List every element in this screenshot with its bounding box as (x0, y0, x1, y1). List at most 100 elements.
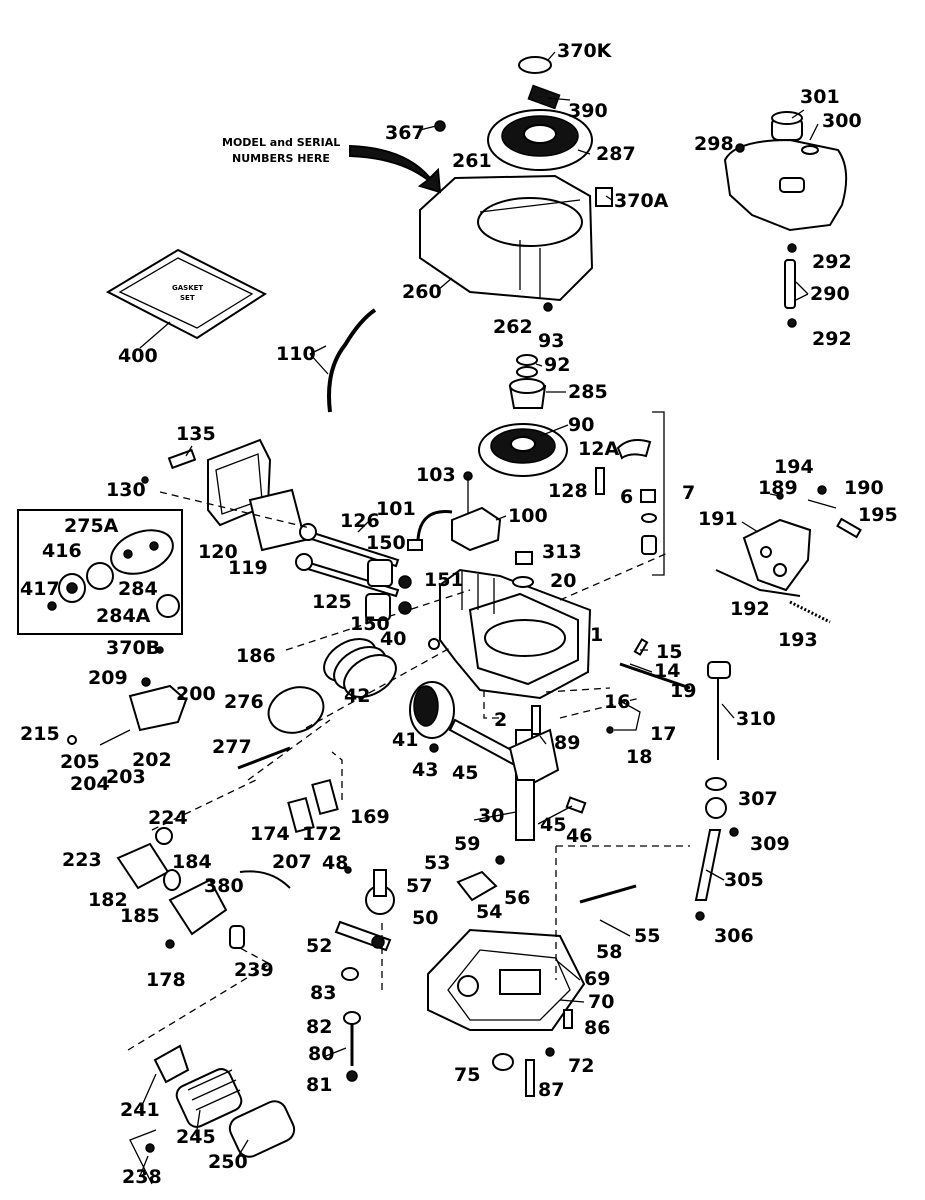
ground-wire (327, 308, 377, 413)
label-7: 7 (682, 482, 695, 504)
label-380: 380 (204, 875, 244, 897)
label-205: 205 (60, 751, 100, 773)
label-119: 119 (228, 557, 268, 579)
label-90: 90 (568, 414, 594, 436)
label-189: 189 (758, 477, 798, 499)
fuel-tank (723, 111, 848, 328)
label-307: 307 (738, 788, 778, 810)
label-12A: 12A (578, 438, 619, 460)
label-416: 416 (42, 540, 82, 562)
label-50: 50 (412, 907, 438, 929)
label-81: 81 (306, 1074, 332, 1096)
piston-conrod (409, 681, 532, 772)
label-195: 195 (858, 504, 898, 526)
label-290: 290 (810, 283, 850, 305)
label-215: 215 (20, 723, 60, 745)
label-59: 59 (454, 833, 480, 855)
label-150a: 150 (366, 532, 406, 554)
part-labels: 370K 390 367 261 287 370A 260 262 301 30… (20, 40, 898, 1188)
label-207: 207 (272, 851, 312, 873)
label-150b: 150 (350, 613, 390, 635)
label-82: 82 (306, 1016, 332, 1038)
carburetor-body (116, 827, 291, 949)
label-92: 92 (544, 354, 570, 376)
label-20: 20 (550, 570, 576, 592)
label-209: 209 (88, 667, 128, 689)
label-58: 58 (596, 941, 622, 963)
air-filter-cover (237, 686, 325, 770)
label-135: 135 (176, 423, 216, 445)
label-45a: 45 (452, 762, 478, 784)
label-18: 18 (626, 746, 652, 768)
label-48: 48 (322, 852, 348, 874)
gasket-set-line1: GASKET (172, 284, 203, 292)
air-cleaner-inset (47, 529, 180, 618)
label-86: 86 (584, 1017, 610, 1039)
label-87: 87 (538, 1079, 564, 1101)
gasket-set: GASKET SET (105, 248, 268, 340)
assembly-lines (127, 491, 690, 1051)
ignition-coil (407, 506, 502, 552)
label-417: 417 (20, 578, 60, 600)
carburetor-top (67, 646, 188, 746)
label-93: 93 (538, 330, 564, 352)
label-241: 241 (120, 1099, 160, 1121)
cylinder-block (428, 551, 592, 700)
label-298: 298 (694, 133, 734, 155)
label-52: 52 (306, 935, 332, 957)
label-367: 367 (385, 122, 425, 144)
intake-gaskets (287, 778, 339, 834)
label-40: 40 (380, 628, 406, 650)
control-bracket (715, 485, 862, 624)
label-1: 1 (590, 624, 603, 646)
label-261: 261 (452, 150, 492, 172)
label-284A: 284A (96, 605, 151, 627)
label-370A: 370A (614, 190, 669, 212)
label-70: 70 (588, 991, 614, 1013)
label-203: 203 (106, 766, 146, 788)
rewind-starter (487, 56, 593, 171)
label-285: 285 (568, 381, 608, 403)
label-223: 223 (62, 849, 102, 871)
label-57: 57 (406, 875, 432, 897)
label-309: 309 (750, 833, 790, 855)
label-194: 194 (774, 456, 814, 478)
label-128: 128 (548, 480, 588, 502)
label-101: 101 (376, 498, 416, 520)
label-125: 125 (312, 591, 352, 613)
label-390: 390 (568, 100, 608, 122)
label-287: 287 (596, 143, 636, 165)
label-leaders (129, 51, 819, 1185)
label-55: 55 (634, 925, 660, 947)
label-178: 178 (146, 969, 186, 991)
label-192: 192 (730, 598, 770, 620)
label-72: 72 (568, 1055, 594, 1077)
label-370B: 370B (106, 637, 160, 659)
model-serial-callout: MODEL and SERIAL NUMBERS HERE (222, 136, 442, 194)
label-284: 284 (118, 578, 158, 600)
label-172: 172 (302, 823, 342, 845)
label-120: 120 (198, 541, 238, 563)
label-200: 200 (176, 683, 216, 705)
governor-cam (334, 855, 505, 952)
label-305: 305 (724, 869, 764, 891)
label-19: 19 (670, 680, 696, 702)
label-80: 80 (308, 1043, 334, 1065)
label-191: 191 (698, 508, 738, 530)
label-151: 151 (424, 569, 464, 591)
valves (295, 523, 412, 621)
label-301: 301 (800, 86, 840, 108)
dipstick-tube (694, 661, 739, 921)
label-54: 54 (476, 901, 502, 923)
label-45b: 45 (540, 814, 566, 836)
label-310: 310 (736, 708, 776, 730)
label-277: 277 (212, 736, 252, 758)
oil-pump-parts (341, 967, 573, 1097)
label-400: 400 (118, 345, 158, 367)
label-15: 15 (656, 641, 682, 663)
label-186: 186 (236, 645, 276, 667)
label-103: 103 (416, 464, 456, 486)
label-100: 100 (508, 505, 548, 527)
label-182: 182 (88, 889, 128, 911)
piston-rings (323, 638, 397, 698)
